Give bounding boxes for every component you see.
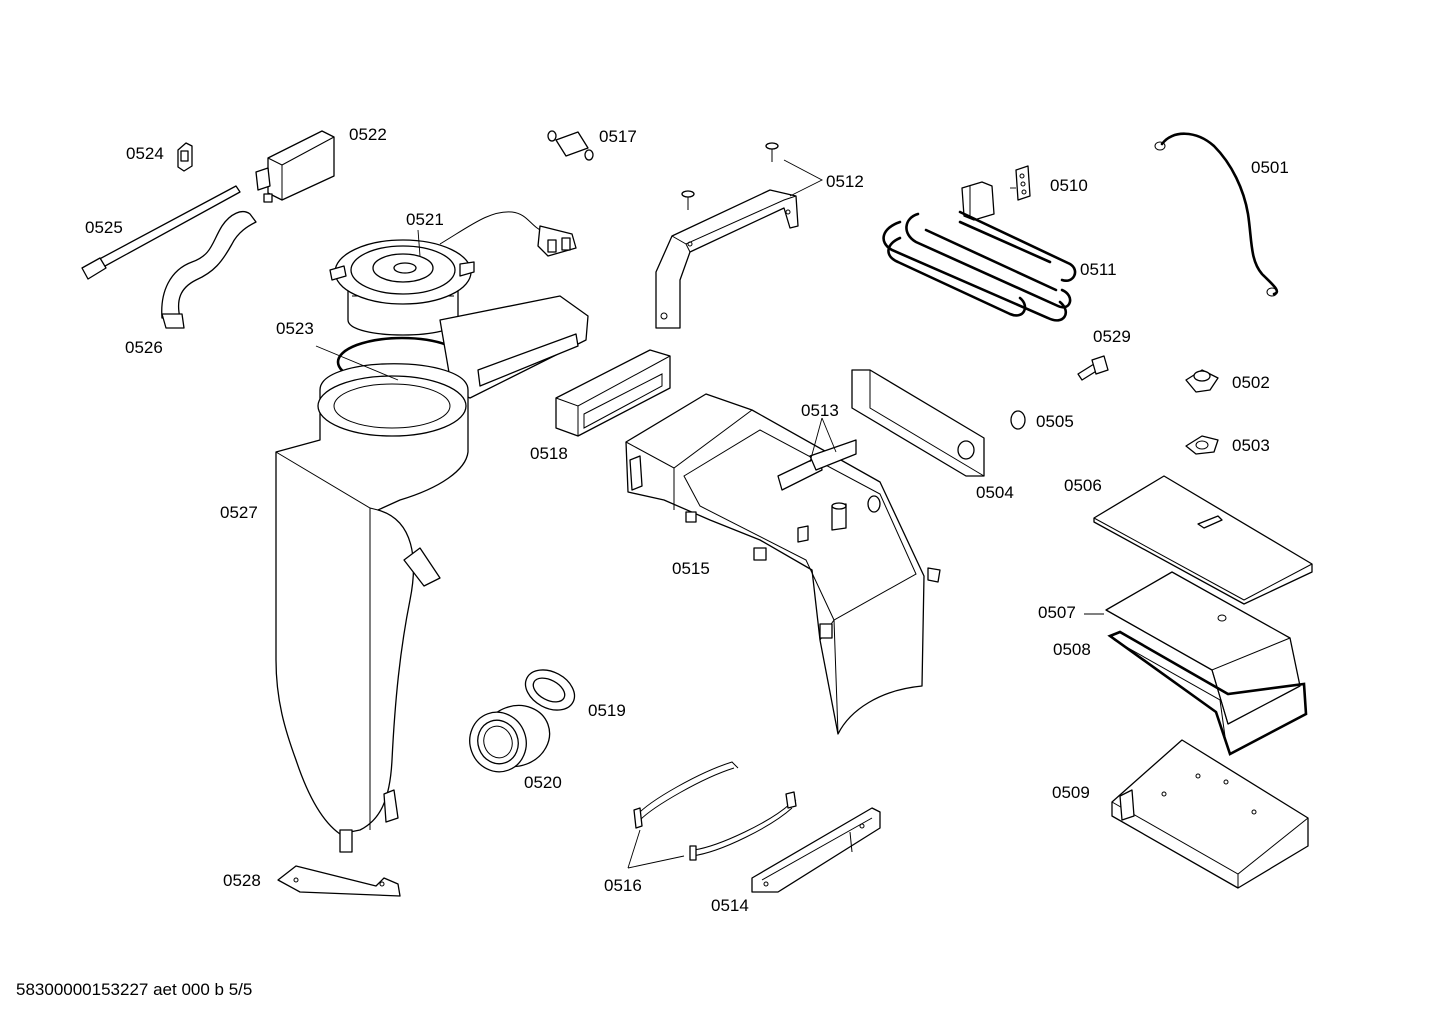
part-0520-connector (469, 704, 551, 773)
label-0523: 0523 (276, 319, 314, 338)
label-0503: 0503 (1232, 436, 1270, 455)
part-labels: 0524 0522 0525 0526 0521 0523 0527 0528 … (85, 125, 1289, 915)
label-0506: 0506 (1064, 476, 1102, 495)
part-0529-sensor (1077, 355, 1109, 381)
part-0517-fuse (547, 130, 594, 161)
part-0514-rail (751, 807, 881, 893)
part-0522-capacitor (255, 130, 335, 203)
part-0526-hose (161, 211, 257, 329)
label-0516: 0516 (604, 876, 642, 895)
label-0510: 0510 (1050, 176, 1088, 195)
label-0526: 0526 (125, 338, 163, 357)
part-0521-fan-motor (329, 211, 577, 336)
part-0505-o-ring (1010, 410, 1026, 430)
label-0501: 0501 (1251, 158, 1289, 177)
part-0528-bracket (277, 865, 401, 897)
label-0522: 0522 (349, 125, 387, 144)
part-0527-air-duct (275, 295, 589, 853)
label-0511: 0511 (1080, 260, 1117, 279)
label-0507: 0507 (1038, 603, 1076, 622)
part-0506-cover-plate (1093, 475, 1313, 605)
label-0527: 0527 (220, 503, 258, 522)
label-0514: 0514 (711, 896, 749, 915)
leader-lines (315, 159, 1104, 869)
part-0501-sensor-wire (1154, 132, 1279, 297)
label-0505: 0505 (1036, 412, 1074, 431)
part-0504-plate (851, 369, 985, 477)
part-0525-rod (81, 185, 241, 280)
label-0528: 0528 (223, 871, 261, 890)
part-0518-frame (555, 349, 671, 437)
label-0524: 0524 (126, 144, 164, 163)
label-0509: 0509 (1052, 783, 1090, 802)
part-0508-frame-gasket (1107, 630, 1308, 756)
label-0519: 0519 (588, 701, 626, 720)
label-0525: 0525 (85, 218, 123, 237)
label-0515: 0515 (672, 559, 710, 578)
part-0507-lid (1105, 571, 1301, 725)
label-0529: 0529 (1093, 327, 1131, 346)
label-0520: 0520 (524, 773, 562, 792)
part-0511-heating-element (882, 181, 1077, 322)
document-footer: 58300000153227 aet 000 b 5/5 (16, 980, 253, 999)
label-0504: 0504 (976, 483, 1014, 502)
part-0516-springs (633, 761, 797, 861)
part-0509-base-plate (1111, 739, 1309, 889)
label-0512: 0512 (826, 172, 864, 191)
label-0508: 0508 (1053, 640, 1091, 659)
part-0524-clip (177, 142, 193, 172)
label-0521: 0521 (406, 210, 444, 229)
label-0502: 0502 (1232, 373, 1270, 392)
part-0502-thermostat (1185, 369, 1219, 393)
label-0513: 0513 (801, 401, 839, 420)
label-0518: 0518 (530, 444, 568, 463)
part-0503-gasket (1185, 435, 1219, 455)
label-0517: 0517 (599, 127, 637, 146)
part-0519-seal (524, 669, 576, 711)
part-0510-terminal-plate (1015, 165, 1031, 201)
part-0515-heater-housing (625, 393, 941, 735)
part-0512-bracket (655, 142, 799, 329)
